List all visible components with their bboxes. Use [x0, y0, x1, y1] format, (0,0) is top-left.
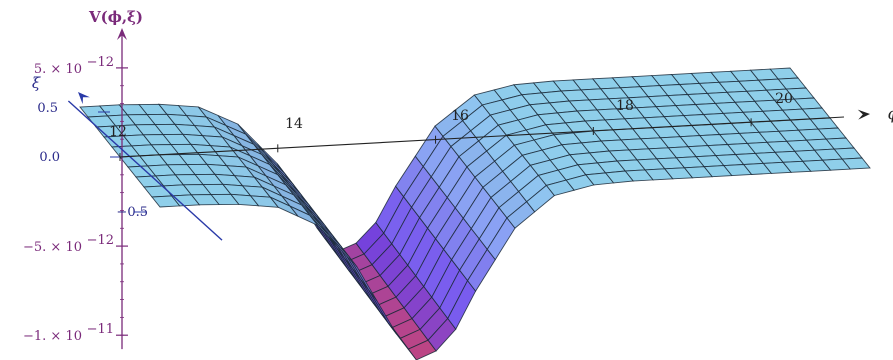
v-axis-label: V(ϕ,ξ)	[88, 8, 143, 26]
phi-axis-line	[119, 116, 845, 158]
xi-axis-line	[67, 100, 223, 241]
v-axis-tick-exponent: −11	[87, 322, 114, 337]
phi-axis-tick-label: 12	[109, 124, 127, 140]
phi-axis-tick-label: 20	[775, 91, 793, 107]
xi-axis-tick-label: 0.0	[39, 150, 60, 165]
xi-axis-tick-label: −0.5	[116, 205, 148, 220]
v-axis-tick-exponent: −12	[87, 233, 114, 248]
v-axis-tick-label: −1. × 10	[23, 329, 82, 344]
phi-axis-tick-label: 16	[451, 108, 469, 124]
v-axis-tick-label: −5. × 10	[23, 240, 82, 255]
phi-axis-label: ϕ	[888, 104, 893, 123]
phi-axis-tick-label: 18	[616, 98, 634, 114]
phi-axis-tick-label: 14	[285, 116, 303, 132]
surface-cell	[841, 157, 871, 170]
v-axis-tick-label: 5. × 10	[34, 62, 82, 77]
xi-axis-label: ξ	[32, 74, 41, 92]
axes: V(ϕ,ξ) 5. × 10 −12 −5. × 10 −12 −1. × 10 −11 ξ 0…	[23, 8, 893, 350]
v-axis-tick-exponent: −12	[87, 55, 114, 70]
phi-axis-arrow	[857, 109, 870, 120]
v-axis-arrow	[117, 28, 127, 40]
xi-axis-arrow	[78, 92, 90, 105]
surface-mesh	[79, 67, 871, 360]
xi-axis-tick-label: 0.5	[37, 101, 58, 116]
